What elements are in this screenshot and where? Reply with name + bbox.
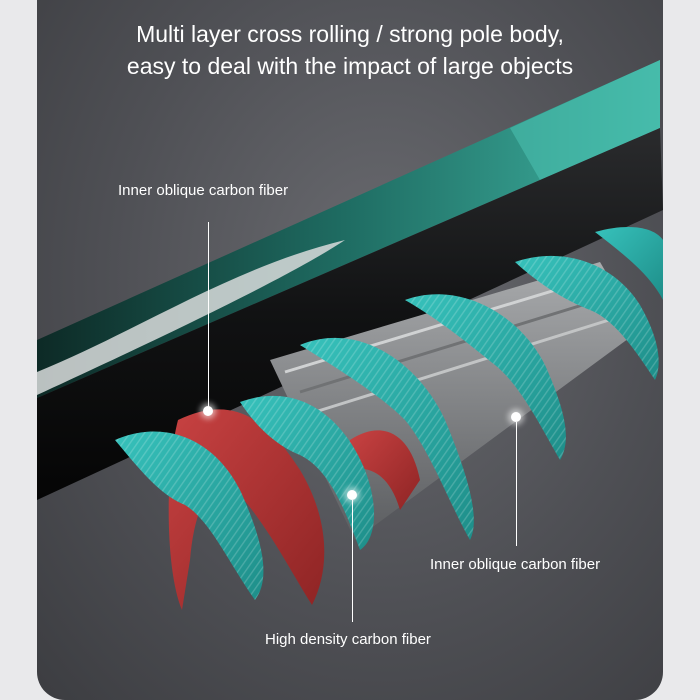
headline-line-1: Multi layer cross rolling / strong pole …	[136, 21, 564, 47]
callout-inner-oblique-top: Inner oblique carbon fiber	[118, 182, 289, 199]
callout-dot-3	[511, 412, 521, 422]
rod-decal	[37, 240, 345, 395]
headline-line-2: easy to deal with the impact of large ob…	[126, 53, 574, 79]
callout-leader-1	[208, 222, 209, 410]
callout-dot-1	[203, 406, 213, 416]
rod-lower-section	[37, 128, 663, 500]
callout-high-density: High density carbon fiber	[265, 631, 431, 648]
callout-dot-2	[347, 490, 357, 500]
callout-inner-oblique-right: Inner oblique carbon fiber	[430, 556, 601, 573]
callout-leader-2	[352, 500, 353, 622]
headline: Multi layer cross rolling / strong pole …	[0, 18, 700, 82]
teal-band-6	[595, 226, 663, 300]
callout-leader-3	[516, 422, 517, 546]
